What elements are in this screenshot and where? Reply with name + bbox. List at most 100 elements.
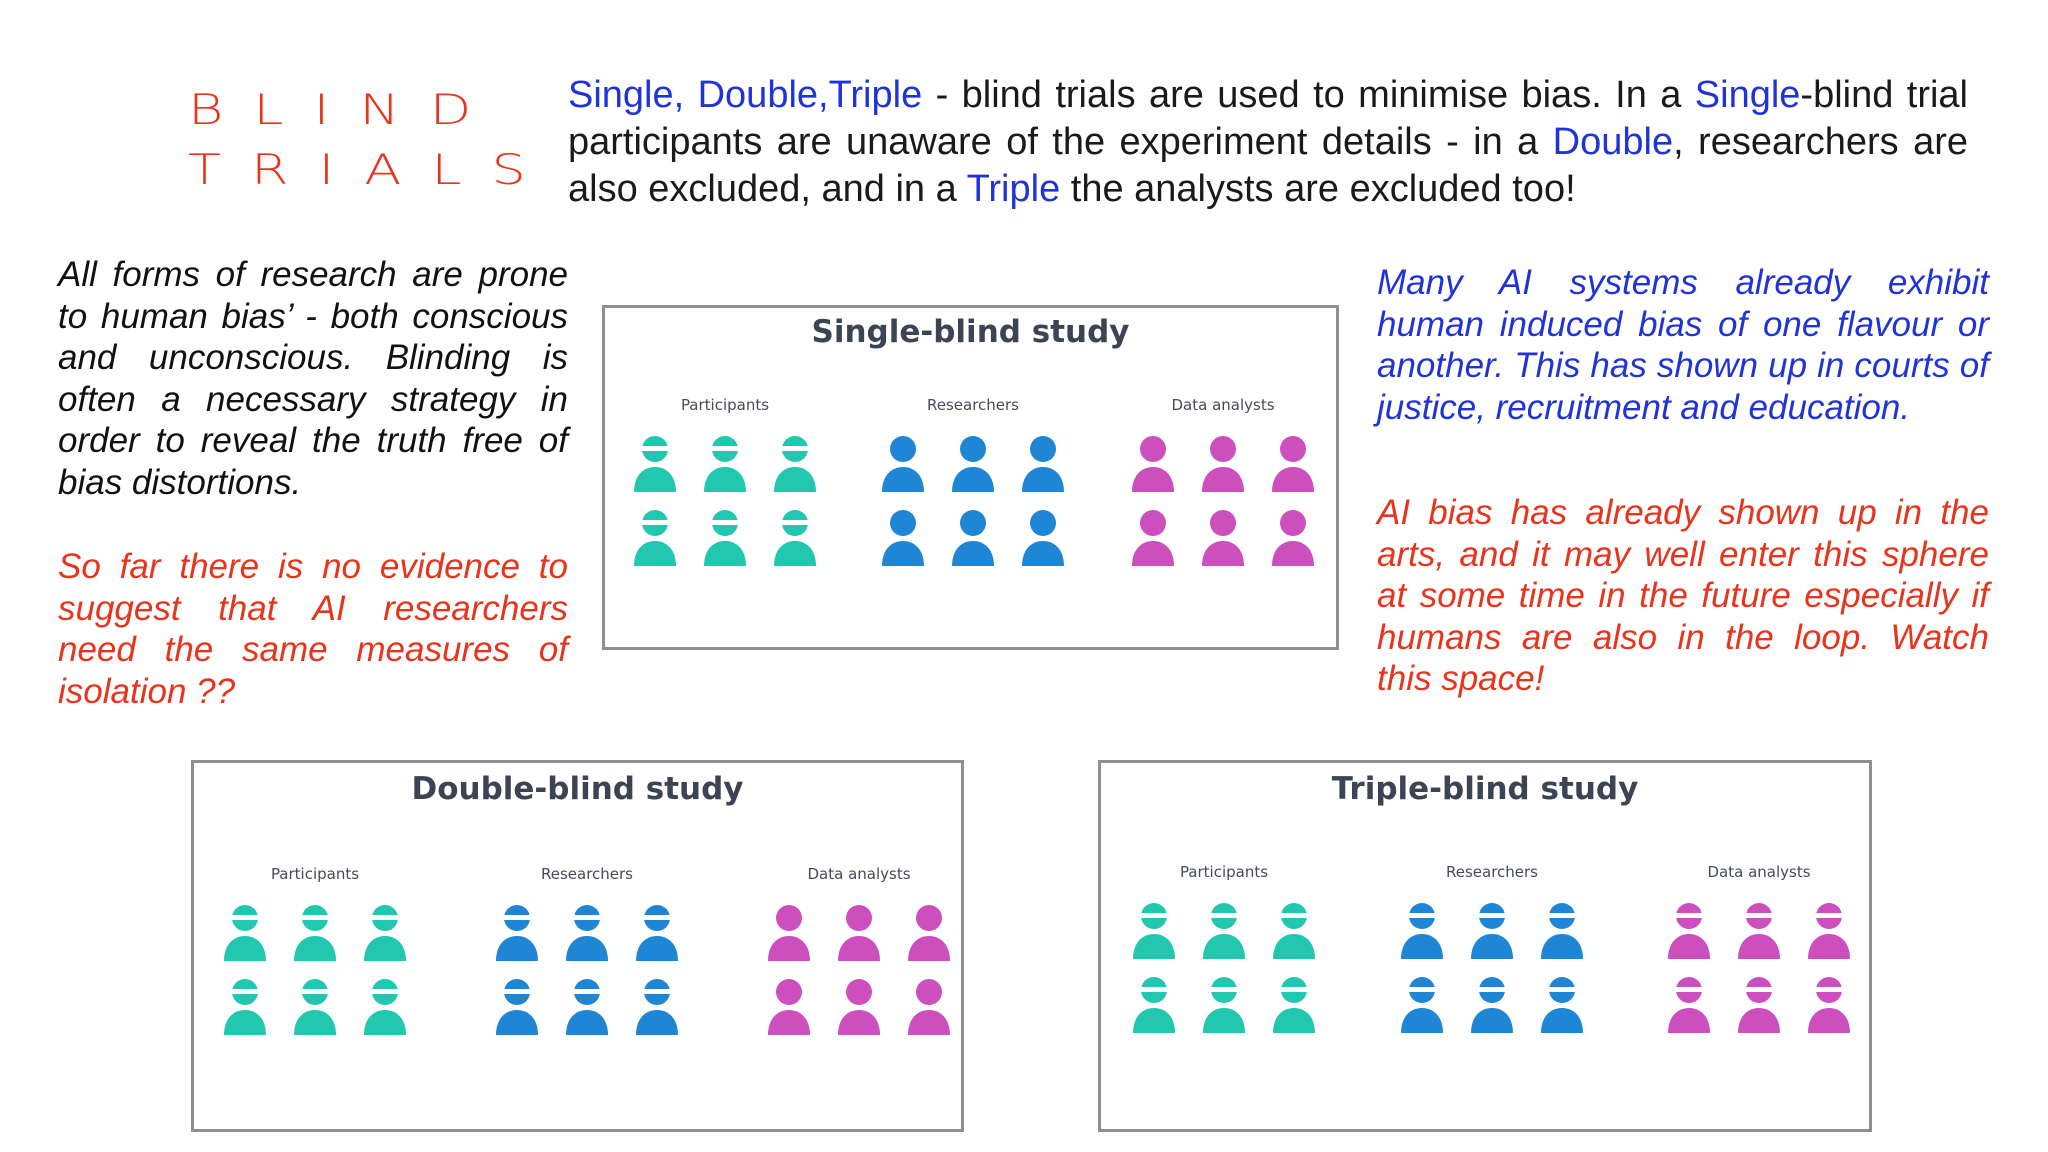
person-head	[1140, 510, 1166, 536]
intro-single-word: Single	[1694, 74, 1801, 116]
intro-text-3: , researchers are also excluded, and in …	[568, 121, 1968, 210]
blindfold-band	[1476, 913, 1508, 918]
person-svg	[1273, 903, 1315, 959]
blindfolded-person-icon	[1794, 975, 1864, 1035]
people-grid	[868, 434, 1078, 568]
person-body	[1668, 934, 1710, 959]
blindfolded-person-icon	[760, 508, 830, 568]
person-head	[1030, 510, 1056, 536]
person-svg	[1808, 903, 1850, 959]
person-head	[916, 979, 942, 1005]
blindfolded-person-icon	[280, 903, 350, 963]
person-body	[496, 936, 538, 961]
person-svg	[838, 979, 880, 1035]
blindfolded-person-icon	[350, 977, 420, 1037]
person-body	[1022, 541, 1064, 566]
person-body	[1808, 934, 1850, 959]
person-body	[1401, 934, 1443, 959]
person-svg	[952, 510, 994, 566]
group-researchers: Researchers	[482, 865, 692, 1037]
person-body	[952, 467, 994, 492]
person-body	[636, 1010, 678, 1035]
blindfold-band	[1546, 987, 1578, 992]
person-body	[908, 936, 950, 961]
person-head	[960, 436, 986, 462]
blindfolded-person-icon	[350, 903, 420, 963]
person-head	[776, 979, 802, 1005]
person-icon	[1008, 508, 1078, 568]
left-note-ai-researchers: So far there is no evidence to suggest t…	[58, 547, 568, 711]
blindfold-band	[1138, 913, 1170, 918]
blindfolded-person-icon	[1794, 901, 1864, 961]
person-svg	[1272, 436, 1314, 492]
group-analysts: Data analysts	[754, 865, 964, 1037]
person-body	[224, 1010, 266, 1035]
person-body	[882, 541, 924, 566]
person-body	[1132, 467, 1174, 492]
intro-double-word: Double	[1552, 121, 1674, 163]
person-svg	[1808, 977, 1850, 1033]
person-body	[1202, 467, 1244, 492]
blindfolded-person-icon	[280, 977, 350, 1037]
person-body	[294, 936, 336, 961]
person-svg	[634, 436, 676, 492]
person-icon	[1188, 434, 1258, 494]
person-svg	[908, 905, 950, 961]
person-body	[1541, 934, 1583, 959]
person-svg	[496, 905, 538, 961]
blindfold-band	[369, 915, 401, 920]
group-analysts: Data analysts	[1654, 863, 1864, 1035]
blindfolded-person-icon	[1189, 901, 1259, 961]
person-svg	[1541, 977, 1583, 1033]
person-svg	[704, 510, 746, 566]
blindfold-band	[1673, 913, 1705, 918]
blindfolded-person-icon	[1119, 975, 1189, 1035]
person-svg	[634, 510, 676, 566]
blindfold-band	[641, 989, 673, 994]
blindfold-band	[1673, 987, 1705, 992]
people-grid	[1387, 901, 1597, 1035]
blindfold-band	[1743, 913, 1775, 918]
blindfold-band	[571, 989, 603, 994]
blindfolded-person-icon	[620, 508, 690, 568]
blindfolded-person-icon	[552, 977, 622, 1037]
blindfold-band	[1813, 913, 1845, 918]
person-body	[1133, 1008, 1175, 1033]
person-body	[1808, 1008, 1850, 1033]
person-svg	[1401, 903, 1443, 959]
person-svg	[768, 979, 810, 1035]
person-svg	[294, 905, 336, 961]
person-svg	[566, 979, 608, 1035]
person-icon	[868, 434, 938, 494]
person-icon	[754, 903, 824, 963]
blindfolded-person-icon	[1457, 975, 1527, 1035]
intro-triple-word: Triple	[966, 168, 1061, 210]
person-svg	[1541, 903, 1583, 959]
intro-text-2: -blind trial participants are unaware of…	[568, 74, 1968, 163]
blindfolded-person-icon	[690, 508, 760, 568]
person-body	[636, 936, 678, 961]
blindfold-band	[779, 520, 811, 525]
person-icon	[868, 508, 938, 568]
person-head	[916, 905, 942, 931]
people-grid	[754, 903, 964, 1037]
blindfold-band	[1743, 987, 1775, 992]
intro-text-4: the analysts are excluded too!	[1060, 168, 1576, 210]
blindfolded-person-icon	[482, 903, 552, 963]
blindfolded-person-icon	[622, 977, 692, 1037]
person-svg	[838, 905, 880, 961]
person-body	[1401, 1008, 1443, 1033]
person-head	[1210, 510, 1236, 536]
blindfolded-person-icon	[482, 977, 552, 1037]
blindfold-band	[1406, 913, 1438, 918]
blindfold-band	[641, 915, 673, 920]
blindfold-band	[1813, 987, 1845, 992]
person-head	[1280, 510, 1306, 536]
blindfold-band	[369, 989, 401, 994]
person-svg	[704, 436, 746, 492]
blindfolded-person-icon	[210, 977, 280, 1037]
blindfolded-person-icon	[760, 434, 830, 494]
person-icon	[1258, 434, 1328, 494]
triple-blind-panel: Triple-blind study Participants Research…	[1098, 760, 1872, 1132]
person-icon	[894, 977, 964, 1037]
